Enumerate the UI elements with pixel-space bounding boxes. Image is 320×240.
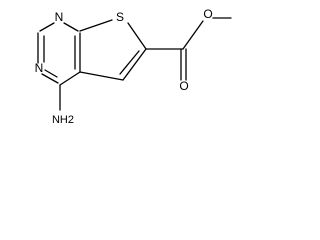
chemical-structure-canvas: N N S O O NH2 — [0, 0, 242, 140]
bond-s-c6 — [127, 22, 147, 50]
ester-group — [145, 17, 232, 81]
double-bond-c4-n-left-inner — [44, 69, 58, 78]
atom-n-left: N — [35, 61, 44, 75]
thiophene-ring — [79, 19, 147, 81]
bond-c4a-c4 — [59, 71, 81, 86]
atom-labels: N N S O O NH2 — [35, 7, 213, 126]
bond-c6-c5 — [122, 48, 147, 81]
bond-c5-c4a — [79, 71, 124, 81]
bond-c4-n-left — [41, 73, 59, 84]
bond-n-top-c7a — [63, 22, 79, 32]
atom-s: S — [116, 10, 124, 24]
atom-o-ester: O — [203, 7, 212, 21]
atom-nh2: NH2 — [52, 114, 74, 126]
atom-o-carbonyl: O — [179, 79, 188, 93]
molecule-diagram: N N S O O NH2 — [35, 7, 232, 126]
double-bond-c6-c5-inner — [119, 50, 140, 75]
bond-c7a-s — [79, 19, 113, 32]
bond-c2-n-top — [39, 22, 55, 32]
atom-n-top: N — [55, 10, 64, 24]
pyrimidine-ring — [37, 22, 81, 86]
bond-carbonyl-c-o-ester — [182, 20, 204, 50]
